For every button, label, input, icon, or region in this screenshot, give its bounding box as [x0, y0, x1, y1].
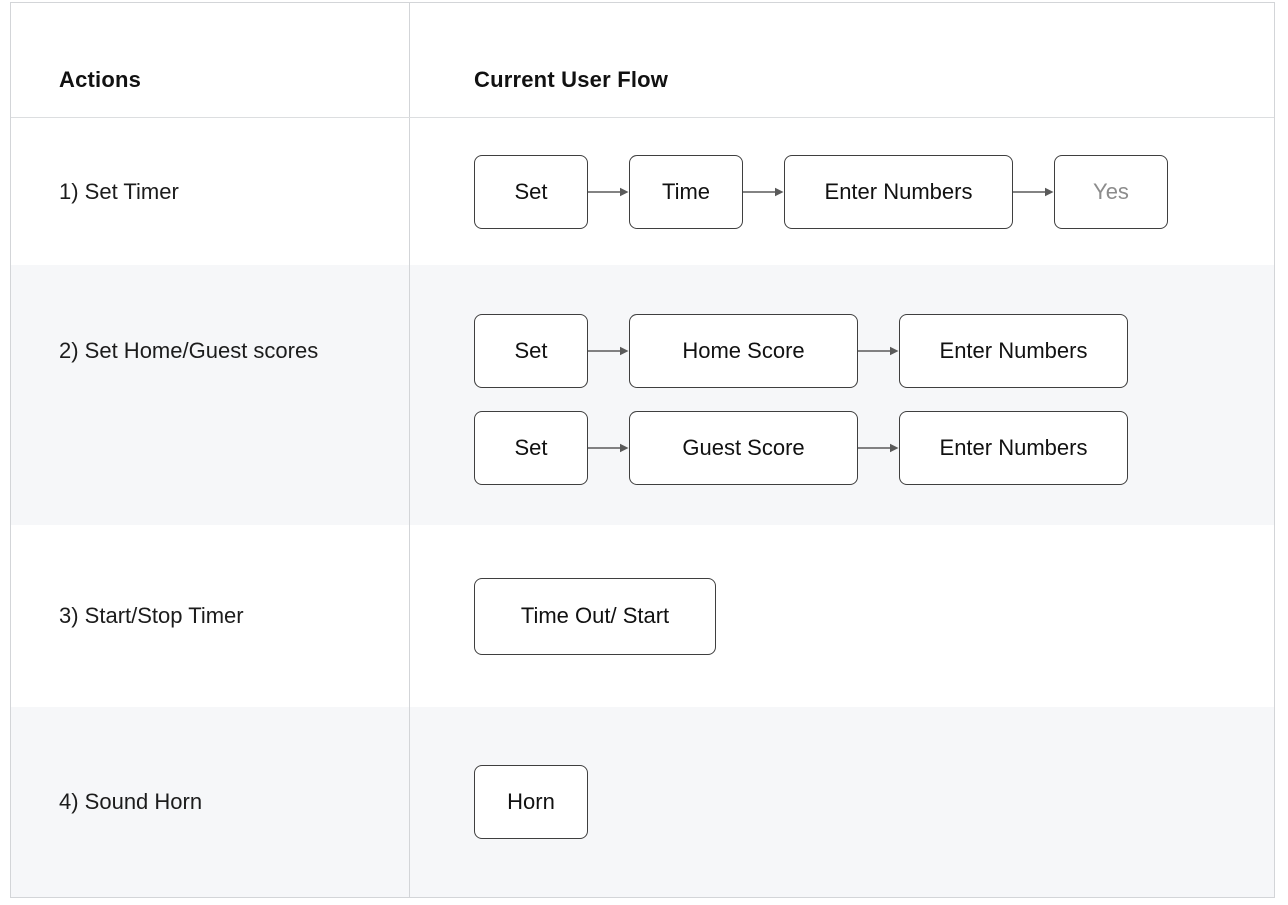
flow-node-label: Enter Numbers [939, 338, 1088, 363]
flow-node-label: Set [514, 178, 548, 204]
flow-node-set[interactable]: Set [474, 411, 588, 485]
flow-cell: Set Home Score Enter Numbers Set [410, 265, 1274, 525]
action-label: 4) Sound Horn [59, 789, 203, 814]
flow-node-label: Enter Numbers [939, 435, 1088, 460]
action-label: 3) Start/Stop Timer [59, 603, 244, 628]
table-row-start-stop-timer: 3) Start/Stop Timer Time Out/ Start [11, 525, 1274, 707]
flow-node-enter-numbers[interactable]: Enter Numbers [899, 314, 1128, 388]
table-row-sound-horn: 4) Sound Horn Horn [11, 707, 1274, 897]
flow-cell: Horn [410, 707, 1274, 897]
flow-lane-stack: Set Home Score Enter Numbers Set [474, 314, 1128, 485]
flow-node-home-score[interactable]: Home Score [629, 314, 858, 388]
flow-node-guest-score[interactable]: Guest Score [629, 411, 858, 485]
flow-node-label: Yes [1093, 178, 1129, 204]
flow-lane: Time Out/ Start [474, 577, 716, 655]
action-label-wrap: 2) Set Home/Guest scores [59, 314, 318, 388]
action-cell: 4) Sound Horn [11, 707, 410, 897]
flow-node-set[interactable]: Set [474, 154, 588, 229]
action-cell: 3) Start/Stop Timer [11, 525, 410, 707]
flow-node-label: Set [514, 338, 548, 363]
user-flow-table: Actions Current User Flow 1) Set Timer S… [10, 2, 1275, 898]
flow-cell: Time Out/ Start [410, 525, 1274, 707]
flow-node-label: Home Score [682, 338, 805, 363]
flow-arrow-icon [588, 187, 629, 196]
header-cell-actions: Actions [11, 3, 410, 117]
flow-node-yes[interactable]: Yes [1054, 154, 1168, 229]
flow-arrow-icon [858, 346, 899, 356]
header-cell-flow: Current User Flow [410, 3, 1274, 117]
flow-arrow-icon [858, 443, 899, 453]
flow-node-label: Horn [507, 789, 555, 814]
flow-header-label: Current User Flow [474, 67, 669, 92]
table-header-row: Actions Current User Flow [11, 3, 1274, 118]
flow-node-label: Time Out/ Start [520, 603, 670, 628]
flow-node-time[interactable]: Time [629, 154, 743, 229]
flow-node-enter-numbers[interactable]: Enter Numbers [899, 411, 1128, 485]
flow-node-enter-numbers[interactable]: Enter Numbers [784, 154, 1013, 229]
flow-lane: Set Home Score Enter Numbers [474, 314, 1128, 388]
flow-arrow-icon [743, 187, 784, 196]
flow-node-label: Enter Numbers [824, 178, 973, 204]
flow-lane: Set Guest Score Enter Numbers [474, 411, 1128, 485]
action-cell: 2) Set Home/Guest scores [11, 265, 410, 525]
action-cell: 1) Set Timer [11, 118, 410, 265]
flow-arrow-icon [588, 346, 629, 356]
flow-node-time-out-start[interactable]: Time Out/ Start [474, 577, 716, 655]
actions-header-label: Actions [59, 67, 142, 92]
action-label: 2) Set Home/Guest scores [59, 338, 319, 363]
flow-node-label: Time [661, 178, 711, 204]
flow-node-label: Guest Score [682, 435, 805, 460]
flow-lane: Set Time Enter Numbers Yes [474, 154, 1168, 229]
flow-node-set[interactable]: Set [474, 314, 588, 388]
flow-node-horn[interactable]: Horn [474, 765, 588, 839]
table-row-set-scores: 2) Set Home/Guest scores Set Home Score [11, 265, 1274, 525]
action-label: 1) Set Timer [59, 178, 179, 204]
flow-arrow-icon [1013, 187, 1054, 196]
flow-lane: Horn [474, 765, 588, 839]
flow-cell: Set Time Enter Numbers Yes [410, 118, 1274, 265]
table-row-set-timer: 1) Set Timer Set Time Enter Numbers [11, 118, 1274, 265]
flow-node-label: Set [514, 435, 548, 460]
flow-arrow-icon [588, 443, 629, 453]
